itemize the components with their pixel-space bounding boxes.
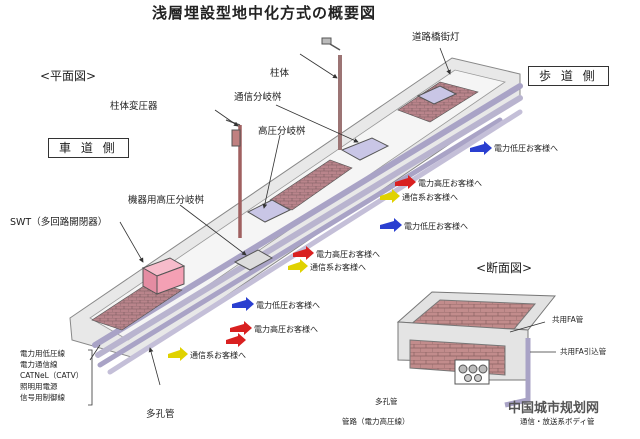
legend-item: 照明用電源 — [20, 382, 58, 391]
customer-label-hv1: 電力高圧お客様へ — [418, 179, 482, 188]
watermark: 中国城市规划网 — [508, 401, 600, 416]
hv-branch-label: 高圧分岐桝 — [258, 126, 306, 137]
section-view — [396, 291, 557, 408]
leader-lines — [89, 47, 451, 386]
customer-label-com3: 通信系お客様へ — [190, 351, 246, 360]
section-multi-hole-label: 多孔管 — [375, 397, 398, 406]
top-box — [416, 85, 458, 105]
roadway-side-label: 車 道 側 — [48, 138, 129, 158]
pole-label: 柱体 — [270, 68, 290, 79]
customer-label-hv2: 電力高圧お客様へ — [316, 250, 380, 259]
sidewalk-side-label: 歩 道 側 — [528, 66, 609, 86]
comm-branch-box — [340, 137, 390, 161]
comm-body-pipe-label: 通信・放送系ボディ管 — [520, 417, 595, 426]
legend-bracket — [88, 349, 93, 406]
customer-label-com2: 通信系お客様へ — [310, 263, 366, 272]
comm-branch-label: 通信分岐桝 — [234, 92, 282, 103]
pole-main — [321, 37, 342, 150]
plan-view-label: <平面図> — [40, 69, 97, 83]
brick-segment-1 — [91, 281, 183, 331]
mid-box — [233, 249, 274, 271]
swt-label: SWT（多回路開閉器） — [10, 217, 108, 228]
road-lighting-label: 道路橋街灯 — [412, 32, 460, 43]
pipe-bundle — [92, 83, 523, 375]
customer-label-lv1: 電力低圧お客様へ — [494, 144, 558, 153]
page-title: 浅層埋設型地中化方式の概要図 — [152, 4, 377, 22]
shared-fa-lead-label: 共用FA引込管 — [560, 347, 607, 356]
legend-item: 電力用低圧線 — [20, 349, 65, 358]
legend-item: 電力通信線 — [20, 360, 58, 369]
customer-label-lv2: 電力低圧お客様へ — [404, 222, 468, 231]
customer-label-hv3: 電力高圧お客様へ — [254, 325, 318, 334]
swt-box — [141, 257, 186, 295]
multi-hole-pipe-label: 多孔管 — [146, 409, 175, 420]
section-view-label: <断面図> — [476, 261, 533, 275]
shared-fa-label: 共用FA管 — [552, 315, 584, 324]
customer-label-com1: 通信系お客様へ — [402, 193, 458, 202]
conduit-label: 管路（電力高圧線） — [342, 417, 410, 426]
equip-hv-branch-label: 機器用高圧分岐桝 — [128, 195, 205, 206]
pole-transformer-label: 柱体変圧器 — [110, 101, 158, 112]
legend-item: CATNeL（CATV） — [20, 371, 84, 380]
customer-arrows — [168, 141, 492, 361]
customer-label-lv3: 電力低圧お客様へ — [256, 301, 320, 310]
legend-item: 信号用制御線 — [20, 393, 65, 402]
